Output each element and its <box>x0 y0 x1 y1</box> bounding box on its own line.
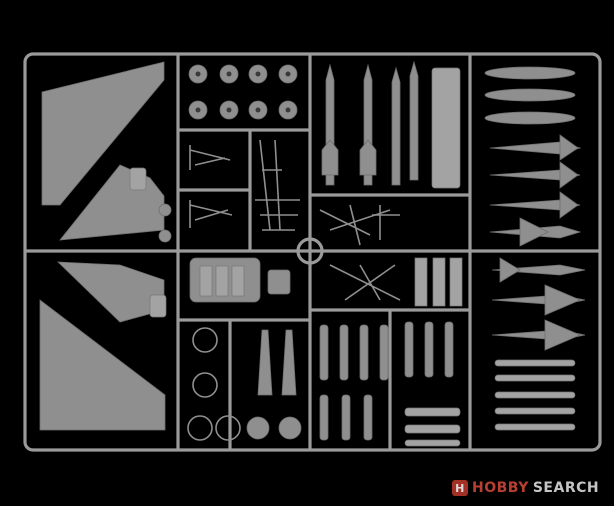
wing-panels <box>39 61 167 431</box>
sprue-frame <box>23 52 602 452</box>
watermark-brand-first: HOBBY <box>472 480 529 496</box>
landing-gear-parts <box>189 139 300 231</box>
hobby-search-watermark: H HOBBY SEARCH <box>452 478 599 498</box>
bombs-and-missiles-right <box>484 66 586 431</box>
watermark-brand-second: SEARCH <box>532 480 600 496</box>
long-missiles <box>321 60 461 189</box>
cockpit-tub <box>189 257 291 303</box>
small-parts-middle <box>319 204 463 307</box>
pylons <box>257 329 297 396</box>
wheel-set <box>158 64 298 243</box>
short-missiles <box>319 321 461 447</box>
hobby-search-logo-icon: H <box>452 480 468 496</box>
ring-parts <box>187 327 302 441</box>
